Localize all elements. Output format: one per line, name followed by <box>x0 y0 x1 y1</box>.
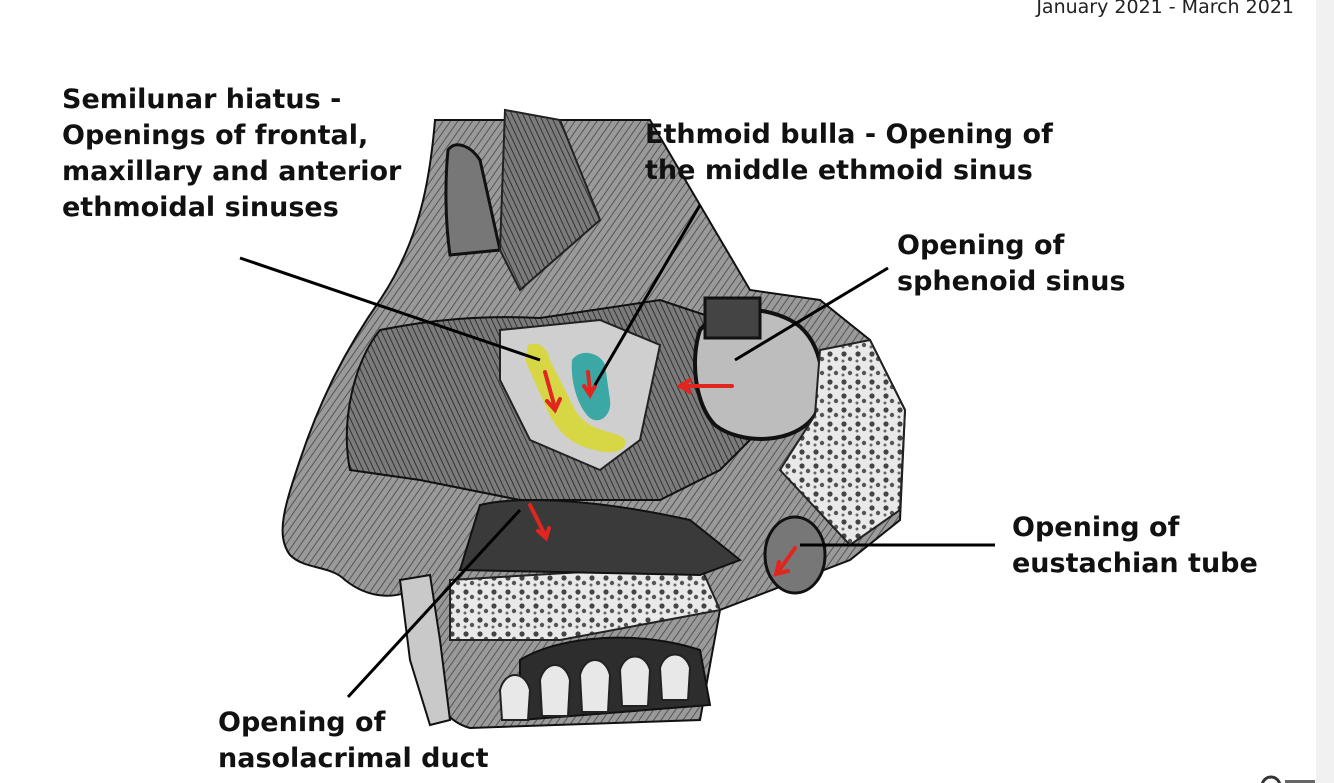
corner-logo-icon <box>1257 770 1317 783</box>
label-ethmoid-bulla: Ethmoid bulla - Opening of the middle et… <box>645 117 1053 189</box>
sphenoid-upper-cell <box>705 298 760 338</box>
label-semilunar-hiatus: Semilunar hiatus - Openings of frontal, … <box>62 82 401 226</box>
label-nasolacrimal-duct: Opening of nasolacrimal duct <box>218 705 489 777</box>
eustachian-opening <box>765 517 825 593</box>
label-eustachian-tube: Opening of eustachian tube <box>1012 510 1258 582</box>
label-sphenoid-sinus: Opening of sphenoid sinus <box>897 228 1126 300</box>
